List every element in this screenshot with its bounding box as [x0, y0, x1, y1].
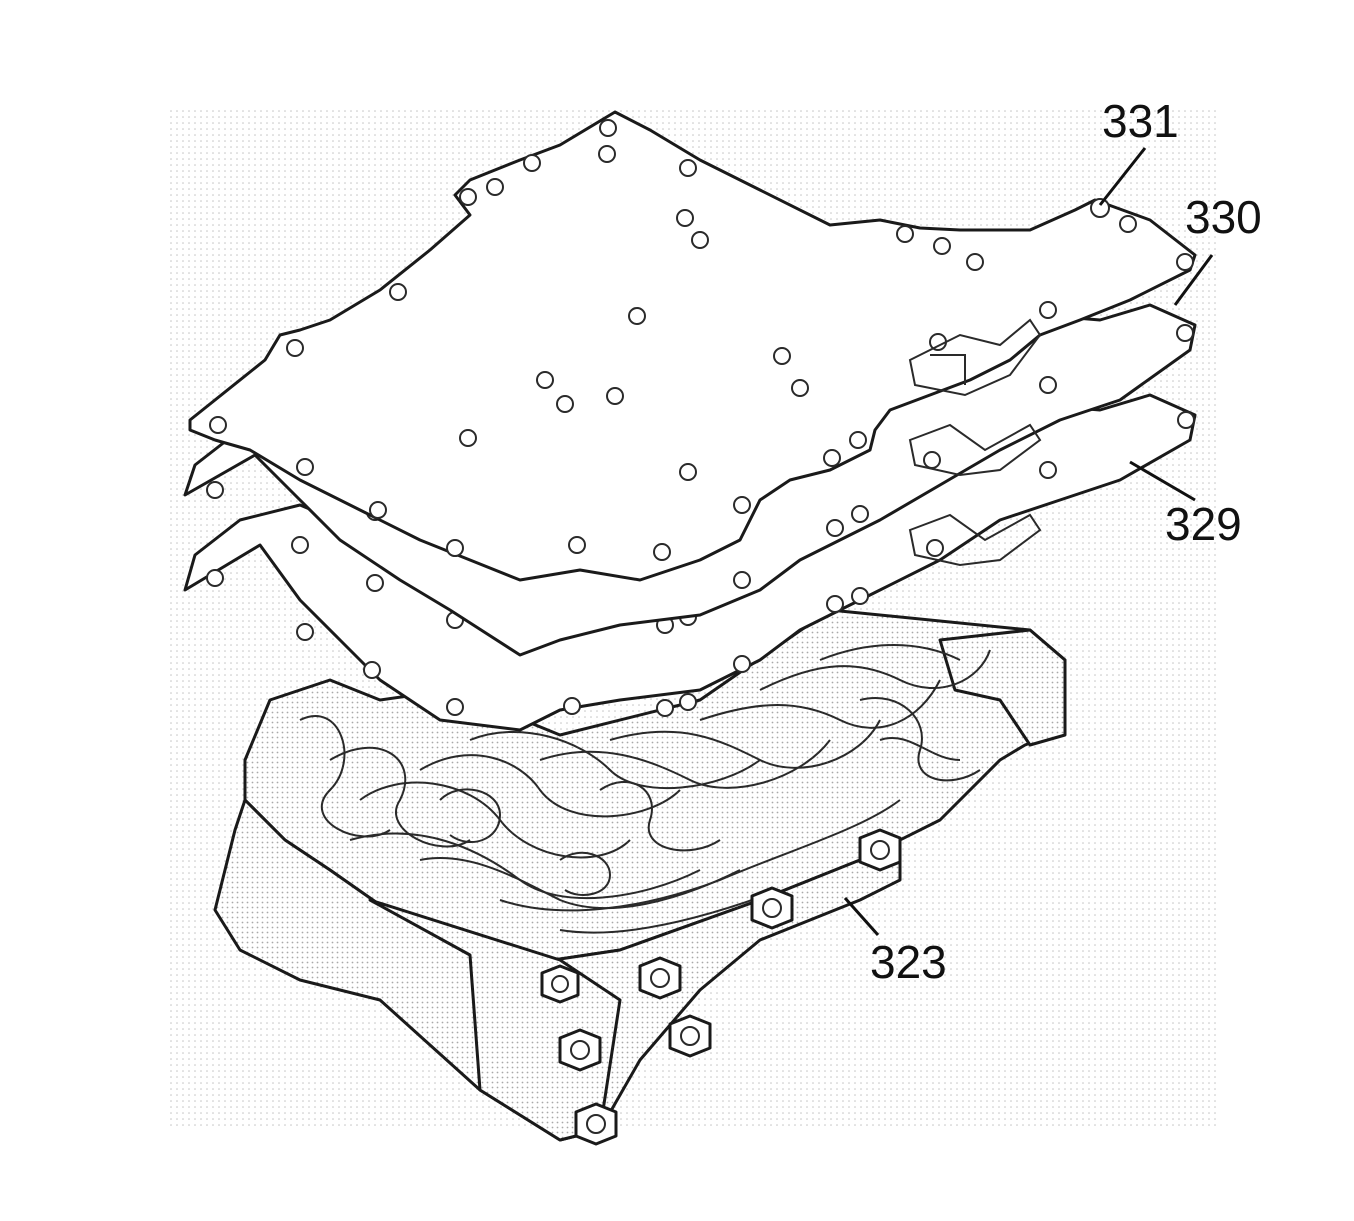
callout-329: 329: [1165, 498, 1242, 550]
leader-330: [1173, 254, 1214, 306]
leader-331: [1098, 147, 1147, 206]
leader-329: [1129, 460, 1196, 502]
bolt-1: [858, 828, 902, 872]
bolt-3: [638, 956, 682, 1000]
bolt-5: [558, 1028, 602, 1072]
callout-330: 330: [1185, 191, 1262, 243]
callout-331: 331: [1102, 95, 1179, 147]
leader-323: [843, 897, 880, 936]
bolt-2: [750, 886, 794, 930]
callout-323: 323: [870, 936, 947, 988]
plate-331: [188, 110, 1197, 582]
bolt-7: [540, 964, 580, 1004]
bolt-4: [668, 1014, 712, 1058]
bolt-6: [574, 1102, 618, 1146]
